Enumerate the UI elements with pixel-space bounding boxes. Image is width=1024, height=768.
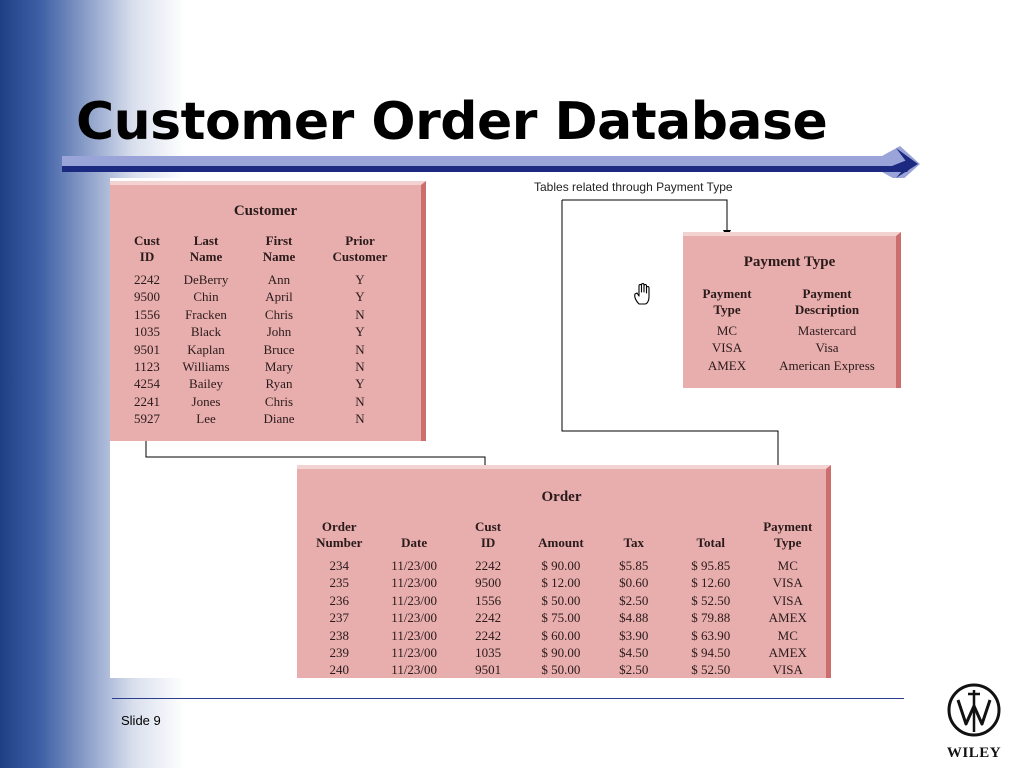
col-amount: Amount (538, 535, 584, 550)
col-tax: Tax (623, 535, 644, 550)
page-title: Customer Order Database (76, 92, 828, 152)
payment-table-title: Payment Type (743, 254, 836, 270)
publisher-name: WILEY (946, 745, 1002, 761)
wiley-logo-icon (947, 683, 1001, 737)
customer-table-title: Customer (233, 203, 298, 219)
title-underline-arrow (62, 146, 920, 182)
footer-divider (112, 698, 904, 699)
col-date: Date (401, 535, 428, 550)
database-diagram: Tables related through Payment Type Cust… (110, 178, 910, 678)
col-total: Total (696, 535, 725, 550)
order-table-title: Order (541, 489, 582, 505)
slide-number: Slide 9 (121, 713, 161, 728)
relationship-annotation: Tables related through Payment Type (534, 180, 733, 194)
hand-cursor-icon (634, 282, 650, 305)
wiley-logo: WILEY (942, 682, 1006, 762)
